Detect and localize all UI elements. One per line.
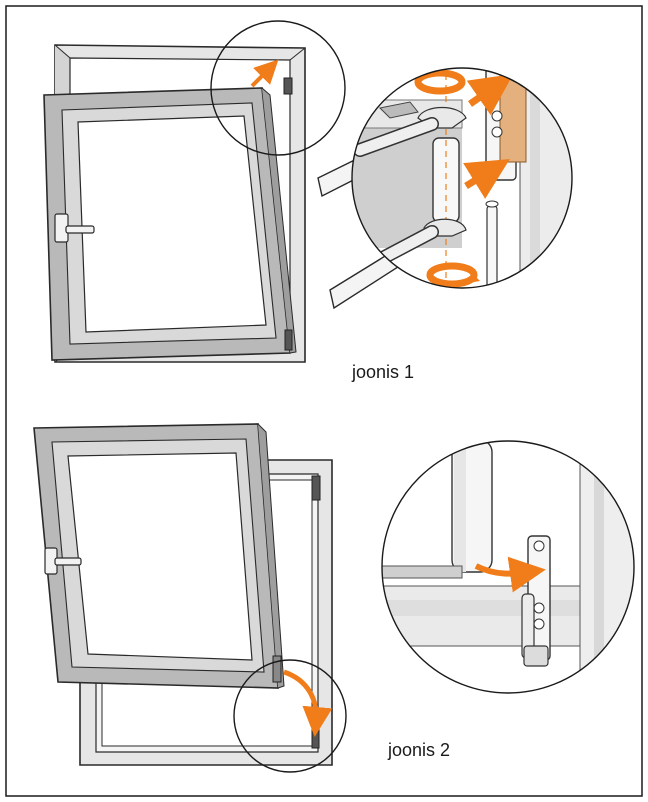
push-arrow-icon <box>250 59 279 88</box>
window-sash-1 <box>43 87 297 361</box>
callout-circle-2 <box>233 659 347 773</box>
figure-2-caption: joonis 2 <box>388 740 451 760</box>
detail-circle-1 <box>351 67 573 289</box>
figure-2 <box>33 423 635 773</box>
hinge-top-2 <box>311 475 321 501</box>
window-sash-2 <box>33 423 285 689</box>
curved-arrow-icon <box>283 669 333 737</box>
detail-circle-2 <box>381 440 635 694</box>
hinge-top-1 <box>283 77 293 95</box>
callout-circle-1 <box>210 20 346 156</box>
sash-pin-2 <box>272 655 282 683</box>
window-handle-1 <box>54 213 95 243</box>
hinge-bottom-2 <box>311 727 320 749</box>
figure-1 <box>43 20 573 363</box>
hinge-bottom-1 <box>284 329 293 351</box>
window-handle-2 <box>44 547 82 575</box>
figure-1-caption: joonis 1 <box>352 362 415 382</box>
page-border <box>5 5 643 797</box>
detail-view-2 <box>382 441 634 693</box>
